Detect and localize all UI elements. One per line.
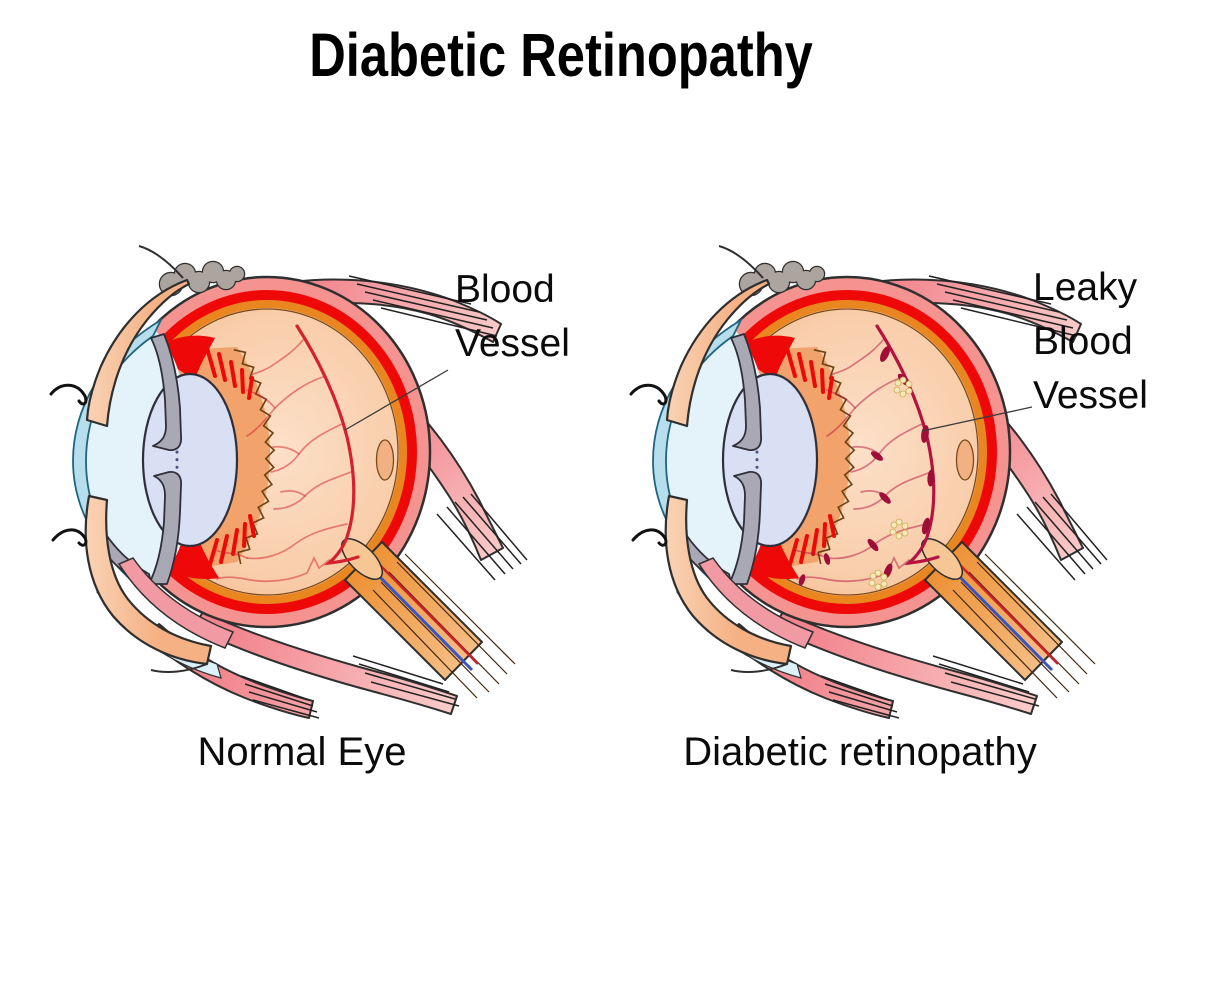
diabetic-eye-illustration: [617, 222, 1137, 742]
diabetic-retinopathy-caption: Diabetic retinopathy: [683, 730, 1037, 774]
blood-vessel-leader-line: [344, 369, 449, 431]
blood-vessel-label: Blood Vessel: [455, 263, 570, 371]
leaky-blood-vessel-label: Leaky Blood Vessel: [1033, 261, 1148, 423]
leaky-vessel-leader-line: [921, 406, 1033, 432]
page-title: Diabetic Retinopathy: [309, 21, 813, 89]
leaky-blood-vessel-label-line: Vessel: [1033, 374, 1148, 417]
normal-eye-caption: Normal Eye: [197, 730, 407, 774]
normal-eye-illustration: [37, 222, 557, 742]
leaky-blood-vessel-label-line: Leaky: [1033, 266, 1138, 309]
leaky-blood-vessel-label-line: Blood: [1033, 320, 1133, 363]
blood-vessel-label-line: Blood: [455, 268, 555, 311]
blood-vessel-label-line: Vessel: [455, 322, 570, 365]
